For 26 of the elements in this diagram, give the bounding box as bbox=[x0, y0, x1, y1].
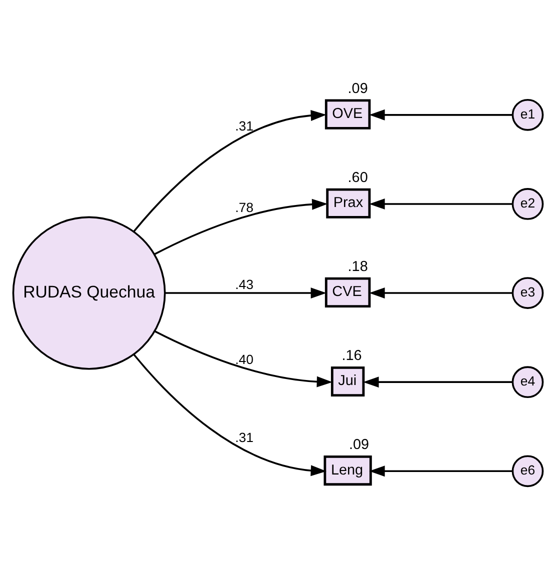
arrow bbox=[154, 198, 328, 256]
arrow bbox=[369, 288, 512, 299]
arrow bbox=[154, 330, 332, 388]
edge-label: .31 bbox=[235, 118, 254, 134]
node-circle: e1 bbox=[512, 98, 544, 131]
node-circle: RUDAS Quechua bbox=[12, 216, 166, 370]
arrow bbox=[369, 466, 512, 477]
arrow bbox=[369, 109, 512, 120]
edge-label: .78 bbox=[235, 200, 254, 216]
edge-label: .43 bbox=[235, 277, 254, 292]
arrow bbox=[164, 288, 326, 299]
node-circle: e6 bbox=[512, 455, 544, 488]
arrow bbox=[363, 376, 512, 388]
arrow bbox=[133, 354, 326, 476]
node-label: .09 bbox=[348, 80, 368, 97]
node-circle: e4 bbox=[512, 366, 544, 398]
node-label: .18 bbox=[348, 258, 368, 275]
node-circle: e2 bbox=[512, 188, 544, 220]
edge-label: .31 bbox=[235, 430, 254, 446]
node-label: .16 bbox=[342, 348, 362, 364]
node-label: .60 bbox=[348, 170, 368, 186]
edge-label: .40 bbox=[235, 352, 254, 367]
node-circle: e3 bbox=[512, 277, 544, 309]
arrow bbox=[133, 110, 326, 232]
node-label: .09 bbox=[349, 437, 370, 453]
arrow bbox=[369, 198, 512, 210]
